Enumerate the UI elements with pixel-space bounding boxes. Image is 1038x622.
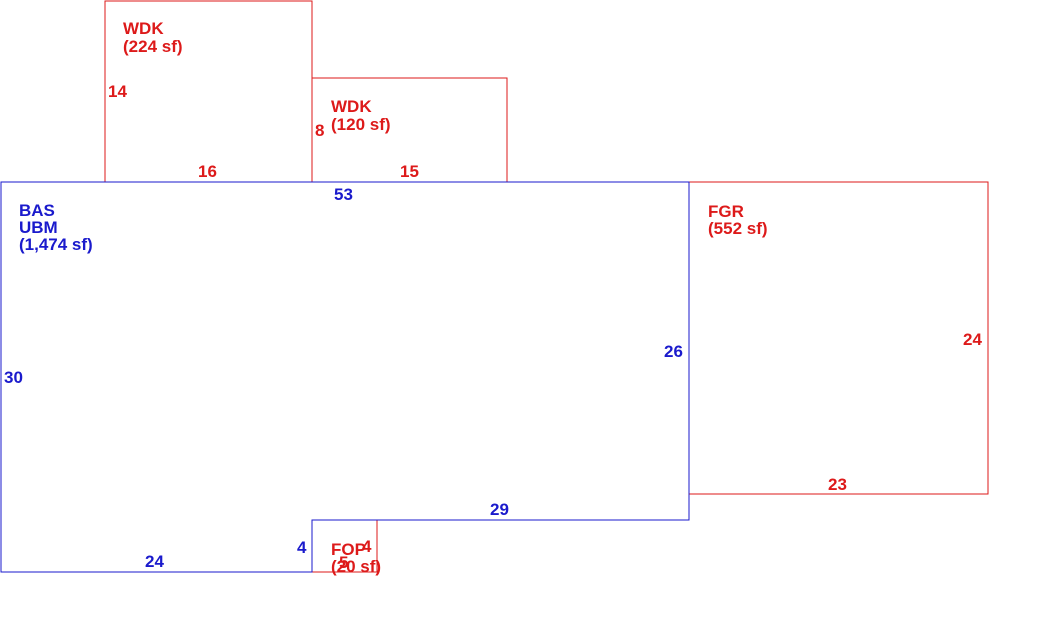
fop-area: FOP (20 sf) 4 5: [312, 519, 381, 576]
wdk-2-bottom-dim: 15: [400, 162, 419, 181]
bas-label: BAS: [19, 201, 55, 220]
bas-left-dim: 30: [4, 368, 23, 387]
ubm-label: UBM: [19, 218, 58, 237]
wdk-2-area: (120 sf): [331, 115, 391, 134]
fgr-area: FGR (552 sf) 24 23: [689, 181, 989, 495]
fgr-outline: [689, 181, 989, 495]
fgr-side-dim: 24: [963, 330, 982, 349]
bas-top-dim: 53: [334, 185, 353, 204]
bas-right-dim: 26: [664, 342, 683, 361]
wdk-area-2: WDK (120 sf) 8 15: [311, 77, 508, 182]
bas-outline: [0, 181, 690, 573]
fop-label: FOP: [331, 540, 366, 559]
wdk-2-label: WDK: [331, 97, 372, 116]
wdk-1-side-dim: 14: [108, 82, 127, 101]
wdk-2-side-dim: 8: [315, 121, 324, 140]
wdk-1-area: (224 sf): [123, 37, 183, 56]
fop-area-text: (20 sf): [331, 557, 381, 576]
wdk-area-1: WDK (224 sf) 14 16: [104, 0, 313, 182]
wdk-2-outline: [311, 77, 508, 182]
fgr-area-text: (552 sf): [708, 219, 768, 238]
fop-bottom-dim: 5: [339, 553, 348, 572]
fop-side-dim: 4: [362, 537, 372, 556]
fgr-bottom-dim: 23: [828, 475, 847, 494]
bas-lower-right-dim: 29: [490, 500, 509, 519]
bas-bottom-dim: 24: [145, 552, 164, 571]
wdk-1-bottom-dim: 16: [198, 162, 217, 181]
fgr-label: FGR: [708, 202, 744, 221]
bas-area-text: (1,474 sf): [19, 235, 93, 254]
bas-notch-dim: 4: [297, 538, 307, 557]
wdk-1-label: WDK: [123, 19, 164, 38]
bas-area: BAS UBM (1,474 sf) 53 30 26 29 4 24: [0, 181, 690, 573]
